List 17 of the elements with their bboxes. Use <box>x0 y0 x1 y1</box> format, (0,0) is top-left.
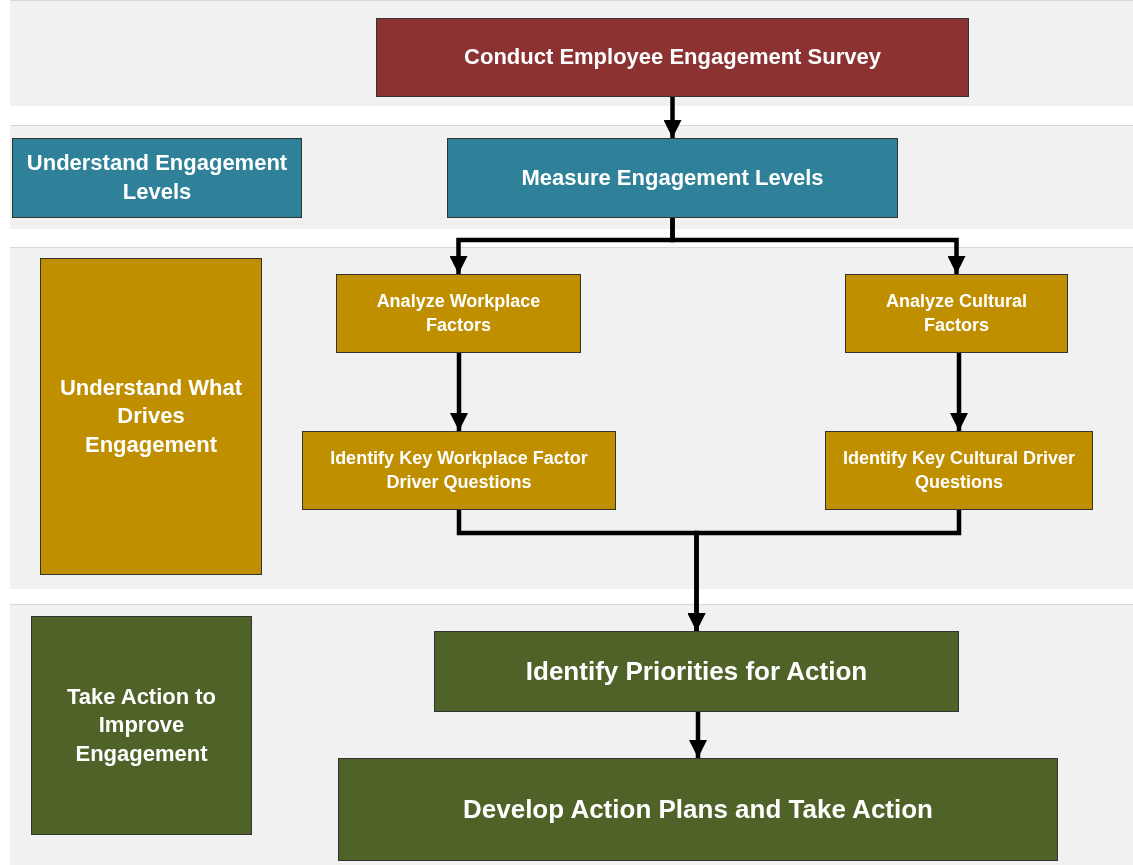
survey-box: Conduct Employee Engagement Survey <box>376 18 969 97</box>
process-box: Measure Engagement Levels <box>447 138 898 218</box>
stage-label-box: Take Action to Improve Engagement <box>31 616 252 835</box>
arrow <box>670 218 966 274</box>
arrow <box>687 510 962 631</box>
arrow <box>950 353 968 431</box>
process-box: Develop Action Plans and Take Action <box>338 758 1058 861</box>
process-box: Analyze Cultural Factors <box>845 274 1068 353</box>
arrow <box>663 97 682 138</box>
process-box: Identify Key Workplace Factor Driver Questions <box>302 431 616 510</box>
stage-label-box: Understand Engagement Levels <box>12 138 302 218</box>
process-box: Identify Key Cultural Driver Questions <box>825 431 1093 510</box>
stage-label-box: Understand What Drives Engagement <box>40 258 262 575</box>
arrow <box>689 712 707 758</box>
process-box: Identify Priorities for Action <box>434 631 959 712</box>
arrow <box>450 353 468 431</box>
process-box: Analyze Workplace Factors <box>336 274 581 353</box>
